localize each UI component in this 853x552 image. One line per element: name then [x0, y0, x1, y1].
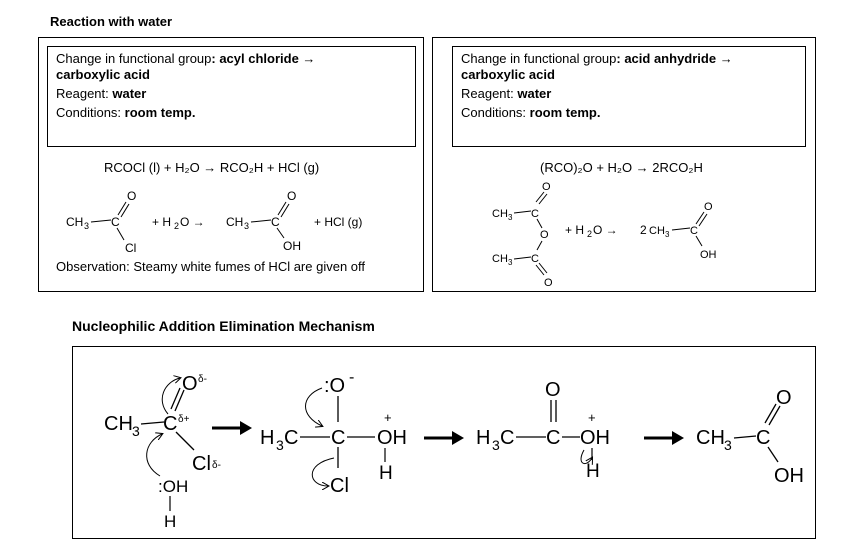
svg-text:OH: OH	[377, 427, 407, 449]
left-fg-label: Change in functional group	[56, 51, 212, 66]
svg-text:C: C	[271, 215, 280, 229]
right-fg-label: Change in functional group	[461, 51, 617, 66]
right-conditions-line: Conditions: room temp.	[461, 105, 797, 121]
right-reagent-label: Reagent:	[461, 86, 518, 101]
left-info-box: Change in functional group: acyl chlorid…	[47, 46, 416, 147]
svg-text:CH: CH	[492, 208, 508, 220]
svg-text:2: 2	[174, 221, 179, 231]
section-title: Reaction with water	[50, 14, 173, 29]
right-reagent-value: water	[517, 86, 552, 101]
svg-text:CH: CH	[649, 225, 665, 237]
svg-text:δ-: δ-	[198, 374, 207, 385]
svg-text:C: C	[546, 427, 560, 449]
svg-text:O →: O →	[180, 215, 205, 229]
svg-text:3: 3	[724, 437, 732, 453]
svg-text:3: 3	[276, 437, 284, 453]
svg-text:+ HCl (g): + HCl (g)	[314, 215, 362, 229]
svg-text:C: C	[111, 215, 120, 229]
svg-text::O: :O	[324, 375, 345, 397]
svg-text:C: C	[163, 413, 177, 435]
svg-text:O: O	[287, 189, 296, 203]
right-conditions-value: room temp.	[529, 105, 601, 120]
svg-text:-: -	[349, 369, 354, 386]
left-observation: Observation: Steamy white fumes of HCl a…	[56, 259, 366, 274]
svg-text:3: 3	[508, 213, 513, 222]
svg-text:O →: O →	[593, 223, 618, 237]
svg-text:CH: CH	[66, 215, 83, 229]
left-fg-value: : acyl chloride → carboxylic acid	[56, 51, 316, 82]
svg-text:O: O	[704, 201, 713, 213]
right-info-box: Change in functional group: acid anhydri…	[452, 46, 806, 147]
left-conditions-value: room temp.	[124, 105, 196, 120]
svg-text:3: 3	[492, 437, 500, 453]
mechanism-panel	[72, 346, 816, 539]
svg-text:C: C	[500, 427, 514, 449]
svg-text::OH: :OH	[158, 477, 188, 496]
svg-text:O: O	[127, 189, 136, 203]
svg-text:δ-: δ-	[212, 460, 221, 471]
svg-text:2: 2	[640, 223, 647, 237]
svg-text:δ+: δ+	[178, 414, 190, 425]
left-conditions-line: Conditions: room temp.	[56, 105, 407, 121]
right-reagent-line: Reagent: water	[461, 86, 797, 102]
right-conditions-label: Conditions:	[461, 105, 530, 120]
svg-text:+ H: + H	[152, 215, 171, 229]
svg-text:C: C	[756, 427, 770, 449]
svg-text:H: H	[586, 461, 600, 482]
svg-text:+: +	[384, 410, 392, 425]
svg-text:2: 2	[587, 229, 592, 239]
svg-text:H: H	[379, 463, 393, 484]
svg-text:+: +	[588, 410, 596, 425]
right-fg-value: : acid anhydride → carboxylic acid	[461, 51, 733, 82]
svg-text:O: O	[776, 387, 792, 409]
svg-text:O: O	[540, 229, 549, 241]
svg-text:C: C	[284, 427, 298, 449]
svg-text:C: C	[531, 253, 539, 265]
svg-text:Cl: Cl	[125, 241, 136, 255]
svg-text:OH: OH	[774, 465, 804, 487]
svg-text:O: O	[545, 379, 561, 401]
svg-text:3: 3	[84, 221, 89, 231]
left-conditions-label: Conditions:	[56, 105, 125, 120]
svg-text:+ H: + H	[565, 223, 584, 237]
svg-text:OH: OH	[580, 427, 610, 449]
right-equation-main: (RCO)₂O + H₂O → 2RCO₂H	[540, 160, 703, 175]
left-reagent-line: Reagent: water	[56, 86, 407, 102]
svg-text:O: O	[542, 181, 551, 193]
svg-text:CH: CH	[226, 215, 243, 229]
svg-text:3: 3	[665, 230, 670, 239]
left-equation-main: RCOCl (l) + H₂O → RCO₂H + HCl (g)	[104, 160, 320, 175]
svg-text:O: O	[544, 277, 553, 289]
right-panel	[432, 37, 816, 292]
svg-text:CH: CH	[696, 427, 725, 449]
right-fg-line: Change in functional group: acid anhydri…	[461, 51, 796, 83]
svg-text:3: 3	[244, 221, 249, 231]
svg-text:CH: CH	[492, 253, 508, 265]
svg-text:3: 3	[132, 423, 140, 439]
svg-text:Cl: Cl	[192, 453, 211, 475]
svg-text:H: H	[260, 427, 274, 449]
mechanism-title: Nucleophilic Addition Elimination Mechan…	[72, 318, 375, 334]
svg-text:CH: CH	[104, 413, 133, 435]
svg-text:H: H	[476, 427, 490, 449]
svg-text:O: O	[182, 373, 198, 395]
svg-text:C: C	[690, 225, 698, 237]
svg-text:H: H	[164, 512, 176, 531]
left-fg-line: Change in functional group: acyl chlorid…	[56, 51, 376, 83]
left-reagent-value: water	[112, 86, 147, 101]
svg-text:3: 3	[508, 258, 513, 267]
svg-text:OH: OH	[283, 239, 301, 253]
left-panel	[38, 37, 424, 292]
svg-text:Cl: Cl	[330, 475, 349, 497]
svg-text:C: C	[331, 427, 345, 449]
svg-text:C: C	[531, 208, 539, 220]
svg-text:OH: OH	[700, 249, 717, 261]
left-reagent-label: Reagent:	[56, 86, 113, 101]
